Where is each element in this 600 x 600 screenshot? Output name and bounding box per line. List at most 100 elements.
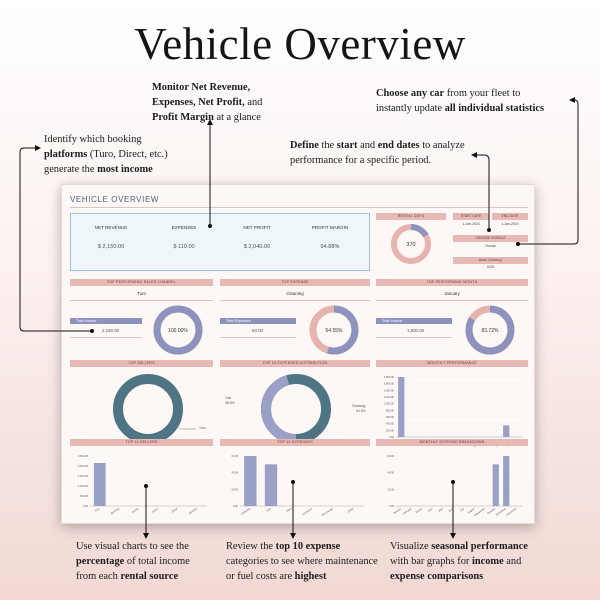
divider: [220, 337, 296, 338]
top-month-name: January: [444, 291, 460, 296]
y-tick-label: 400.00: [386, 422, 394, 426]
callout-dates: Define the start and end dates to analyz…: [290, 138, 490, 168]
x-tick-label: July: [459, 506, 466, 512]
top10-expenses-header: TOP 10 EXPENSES: [220, 439, 370, 446]
divider: [70, 337, 142, 338]
callout-seasonal: Visualize seasonal performance with bar …: [390, 539, 560, 584]
callout-expense: Review the top 10 expense categories to …: [226, 539, 386, 584]
donut-pct: 100.00%: [168, 328, 188, 334]
legend-label: Cleaning: [352, 404, 366, 408]
callout-text: Choose any car: [376, 88, 445, 99]
top10-sellers-chart: 0.00500.001,000.001,500.002,000.002,500.…: [78, 454, 207, 515]
rental-days-value: 370: [406, 242, 415, 248]
kpi-label: EXPENSES: [171, 225, 197, 230]
y-tick-label: 500.00: [80, 494, 88, 498]
x-tick-label: Tires: [285, 506, 293, 513]
legend-label: Gas: [225, 396, 232, 400]
x-tick-label: March: [415, 506, 424, 514]
legend-label: Turo: [199, 426, 206, 430]
y-tick-label: 0.00: [389, 504, 395, 508]
start-date-value[interactable]: 1-Jan-2024: [462, 222, 480, 226]
callout-text: at a glance: [213, 112, 261, 123]
y-tick-label: 2,500.00: [78, 454, 89, 458]
choose-vehicle-header: CHOOSE VEHICLE: [453, 235, 528, 242]
callout-net-revenue: Monitor Net Revenue, Expenses, Net Profi…: [152, 80, 302, 125]
callout-text: with bar graphs for: [390, 556, 472, 567]
x-tick-label: Booking: [110, 506, 120, 515]
dashboard-screenshot: VEHICLE OVERVIEW NET REVENUE $ 2,150.00 …: [61, 184, 535, 524]
bar: [492, 464, 499, 506]
y-tick-label: 60.00: [388, 454, 395, 458]
x-tick-label: November: [495, 506, 507, 516]
base-currency-header: Base Currency: [453, 257, 528, 264]
callout-text: categories to see where maintenance: [226, 556, 378, 567]
x-tick-label: September: [473, 506, 486, 517]
kpi-value: 94.88%: [320, 244, 340, 250]
callout-text: expense comparisons: [390, 571, 484, 582]
callout-text: all individual statistics: [444, 103, 544, 114]
y-tick-label: 1,000.00: [78, 484, 89, 488]
callout-text: income: [471, 556, 504, 567]
top-expense-name: Cleaning: [286, 291, 304, 296]
donut-pct: 83.72%: [482, 328, 500, 334]
callout-choose-car: Choose any car from your fleet to instan…: [376, 86, 586, 116]
callout-text: the: [318, 140, 337, 151]
top-sellers-header: TOP SELLERS: [70, 360, 213, 367]
callout-text: Review the: [226, 541, 276, 552]
x-tick-label: February: [402, 506, 413, 516]
y-tick-label: 1,800.00: [384, 375, 395, 379]
callout-text: or fuel costs are: [226, 571, 295, 582]
x-tick-label: January: [392, 506, 402, 515]
callout-text: from your fleet to: [444, 88, 521, 99]
base-currency-value[interactable]: USD: [486, 265, 495, 269]
callout-text: of total income: [124, 556, 190, 567]
x-tick-label: April: [427, 506, 434, 512]
x-tick-label: Cleaning: [240, 506, 251, 515]
y-tick-label: 1,400.00: [384, 388, 395, 392]
donut-fill: [465, 305, 515, 355]
y-tick-label: 20.00: [232, 487, 239, 491]
x-tick-label: Insurance: [301, 506, 313, 516]
bar: [398, 377, 405, 437]
callout-text: percentage: [76, 556, 125, 567]
callout-visual: Use visual charts to see the percentage …: [76, 539, 236, 584]
end-date-value[interactable]: 1-Jan-2024: [501, 222, 519, 226]
bar: [93, 463, 106, 506]
distribution-donut: [261, 374, 331, 444]
kpi-label: PROFIT MARGIN: [311, 225, 349, 230]
bar: [264, 464, 278, 506]
y-tick-label: 0.00: [233, 504, 239, 508]
y-tick-label: 1,200.00: [384, 395, 395, 399]
rental-days-ring: 370: [391, 224, 431, 264]
callout-text: Monitor Net Revenue,: [152, 82, 251, 93]
divider: [376, 337, 452, 338]
callout-text: most income: [97, 164, 153, 175]
kpi-value: $ 110.00: [173, 244, 195, 250]
y-tick-label: 1,500.00: [78, 474, 89, 478]
choose-vehicle-select[interactable]: Honda: [485, 244, 496, 248]
donut-fill: [153, 305, 203, 355]
callout-text: rental source: [120, 571, 179, 582]
total-expenses-value: 60.00: [252, 328, 263, 333]
kpi-panel: NET REVENUE $ 2,150.00 EXPENSES $ 110.00…: [70, 213, 370, 271]
top10-sellers-header: TOP 10 SELLERS: [70, 439, 213, 446]
y-tick-label: 1,000.00: [384, 402, 395, 406]
x-tick-label: October: [486, 506, 496, 515]
top-sellers-donut: [113, 374, 183, 444]
callout-text: platforms: [44, 149, 88, 160]
x-tick-label: Gas: [265, 506, 272, 512]
callout-text: and: [357, 140, 378, 151]
callout-text: and: [244, 97, 263, 108]
ring-progress: [391, 224, 431, 264]
top-sellers-leader: [172, 421, 196, 430]
total-income-value: 1,800.00: [407, 328, 425, 333]
total-expenses-pill: Total Expenses: [220, 318, 296, 324]
y-tick-label: 200.00: [386, 428, 394, 432]
callout-text: Use visual charts to see the: [76, 541, 189, 552]
y-tick-label: 0.00: [83, 504, 89, 508]
bar: [503, 456, 510, 506]
y-tick-label: 1,600.00: [384, 382, 395, 386]
x-tick-label: Other: [171, 506, 179, 513]
callout-text: generate the: [44, 164, 98, 175]
